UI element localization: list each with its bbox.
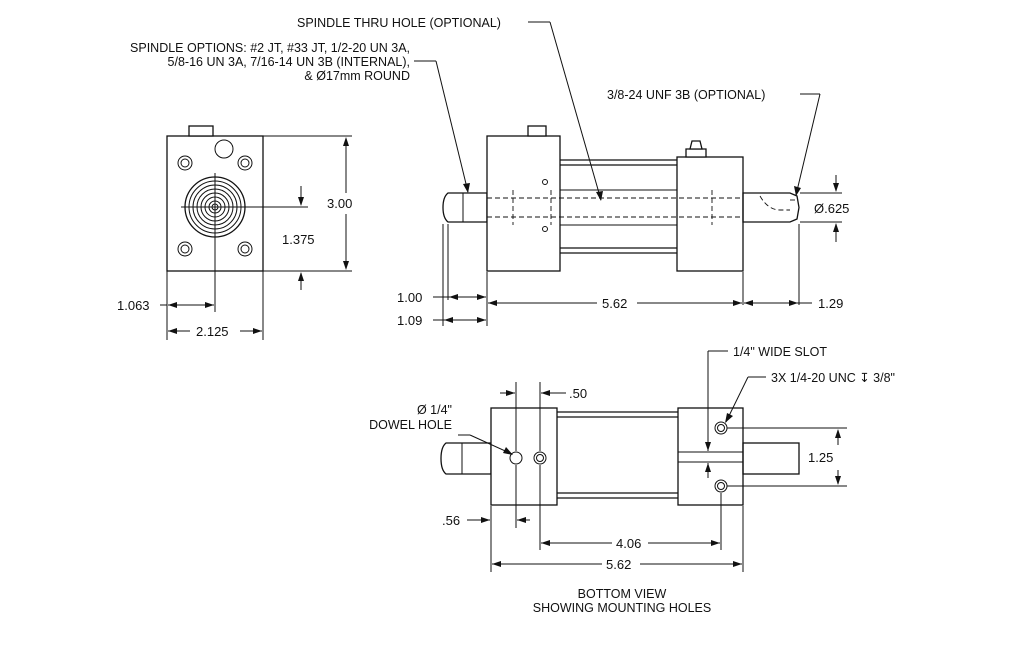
dim-hole-span: 4.06: [616, 536, 641, 551]
dim-spindle-diameter: Ø.625: [814, 201, 849, 216]
dim-end-height: 3.00: [327, 196, 352, 211]
dim-end-center-height: 1.375: [282, 232, 315, 247]
dim-body-length: 5.62: [602, 296, 627, 311]
dim-slot-spacing: 1.25: [808, 450, 833, 465]
end-view-corner-hole: [214, 139, 234, 159]
note-spindle-options-line1: SPINDLE OPTIONS: #2 JT, #33 JT, 1/2-20 U…: [130, 41, 410, 55]
bottom-left-block: [490, 407, 558, 506]
bottom-view-title: BOTTOM VIEW: [578, 587, 667, 601]
dim-spindle-left-1: 1.00: [397, 290, 422, 305]
dim-spindle-right: 1.29: [818, 296, 843, 311]
dim-end-center-offset: 1.063: [117, 298, 150, 313]
dim-end-width: 2.125: [196, 324, 229, 339]
side-left-top-tab: [527, 125, 547, 137]
end-view-top-tab: [188, 125, 214, 137]
end-view: [160, 125, 352, 340]
note-thread-optional: 3/8-24 UNF 3B (OPTIONAL): [607, 88, 765, 102]
dim-bottom-length: 5.62: [606, 557, 631, 572]
dim-dowel-offset: .56: [442, 513, 460, 528]
bottom-right-block: [677, 407, 744, 506]
note-dowel-hole-label: DOWEL HOLE: [369, 418, 452, 432]
dowel-hole: [509, 451, 523, 465]
side-left-spindle: [442, 192, 488, 223]
note-spindle-options-line2: 5/8-16 UN 3A, 7/16-14 UN 3B (INTERNAL),: [168, 55, 410, 69]
note-spindle-options-line3: & Ø17mm ROUND: [304, 69, 410, 83]
end-view-bolts: [177, 155, 253, 257]
note-spindle-thru-hole: SPINDLE THRU HOLE (OPTIONAL): [297, 16, 501, 30]
note-tapped-holes: 3X 1/4-20 UNC ↧ 3/8": [771, 371, 895, 385]
note-leaders: [414, 21, 821, 201]
note-wide-slot: 1/4" WIDE SLOT: [733, 345, 827, 359]
side-view: [433, 125, 842, 326]
side-right-block: [676, 156, 744, 272]
side-right-spindle: [742, 192, 800, 223]
dim-hole-spacing: .50: [569, 386, 587, 401]
bottom-view: [440, 350, 847, 572]
note-dowel-hole-size: Ø 1/4": [417, 403, 452, 417]
bottom-view-subtitle: SHOWING MOUNTING HOLES: [533, 601, 711, 615]
dim-spindle-left-2: 1.09: [397, 313, 422, 328]
side-left-block: [486, 135, 561, 272]
